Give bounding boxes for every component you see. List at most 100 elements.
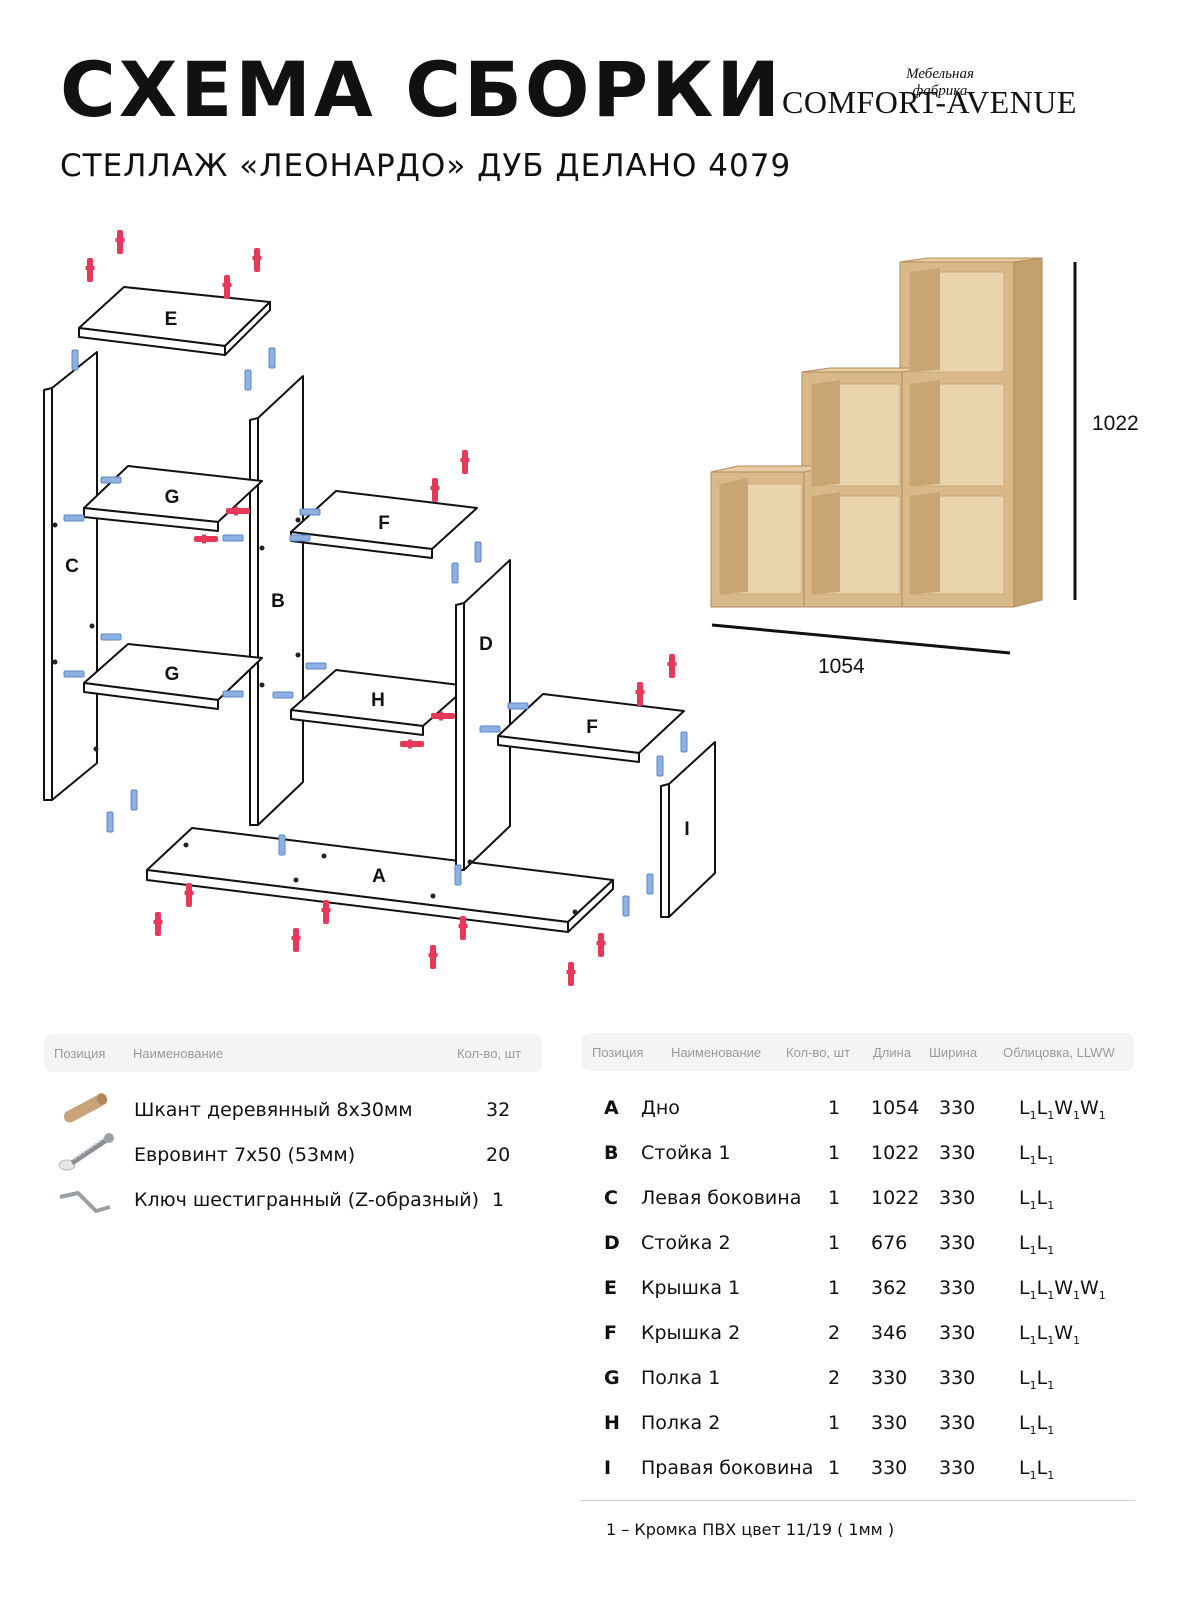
- part-length: 1022: [871, 1187, 920, 1209]
- brand-logo: COMFORT-AVENUE: [782, 84, 1077, 120]
- assembled-shelf-illustration: [710, 257, 1043, 608]
- edging-index: 1: [1029, 1333, 1037, 1347]
- part-edging: L1L1: [1019, 1232, 1054, 1257]
- panel-c-front: [43, 387, 53, 801]
- edging-index: 1: [1047, 1108, 1055, 1122]
- part-position: C: [604, 1187, 618, 1209]
- col-qty: Кол-во, шт: [457, 1046, 522, 1061]
- col-qty: Кол-во, шт: [786, 1045, 851, 1060]
- edging-index: 1: [1047, 1423, 1055, 1437]
- panel-d-front: [455, 602, 465, 871]
- panels: [43, 286, 716, 933]
- part-length: 330: [871, 1367, 908, 1389]
- product-subtitle: СТЕЛЛАЖ «ЛЕОНАРДО» ДУБ ДЕЛАНО 4079: [60, 148, 792, 184]
- edging-letter: L: [1036, 1142, 1048, 1164]
- edging-letter: L: [1036, 1277, 1048, 1299]
- col-position: Позиция: [592, 1045, 644, 1060]
- part-name: Дно: [641, 1097, 680, 1119]
- edging-index: 1: [1098, 1108, 1106, 1122]
- edging-letter: L: [1036, 1457, 1048, 1479]
- part-name: Стойка 1: [641, 1142, 731, 1164]
- label-b: B: [271, 591, 285, 612]
- part-width: 330: [939, 1322, 976, 1344]
- label-g-bottom: G: [165, 664, 180, 685]
- panel-i-front: [660, 783, 670, 918]
- part-edging: L1L1: [1019, 1367, 1054, 1392]
- edging-index: 1: [1072, 1108, 1080, 1122]
- edging-letter: L: [1019, 1277, 1030, 1299]
- edging-letter: L: [1036, 1187, 1048, 1209]
- edging-letter: L: [1019, 1367, 1030, 1389]
- dimension-lines: [711, 262, 1077, 655]
- edging-letter: L: [1019, 1232, 1030, 1254]
- part-position: B: [604, 1142, 619, 1164]
- edging-letter: L: [1036, 1367, 1048, 1389]
- part-length: 330: [871, 1457, 908, 1479]
- part-width: 330: [939, 1277, 976, 1299]
- label-i: I: [684, 819, 689, 840]
- edging-index: 1: [1029, 1288, 1037, 1302]
- edging-index: 1: [1029, 1378, 1037, 1392]
- edging-index: 1: [1029, 1198, 1037, 1212]
- edging-index: 1: [1072, 1288, 1080, 1302]
- edging-index: 1: [1047, 1243, 1055, 1257]
- label-d: D: [479, 634, 493, 655]
- part-width: 330: [939, 1142, 976, 1164]
- edging-letter: L: [1036, 1412, 1048, 1434]
- brand-tagline: Мебельная фабрика: [906, 66, 974, 99]
- part-length: 330: [871, 1412, 908, 1434]
- part-qty: 1: [828, 1142, 841, 1164]
- part-position: E: [604, 1277, 617, 1299]
- label-e: E: [165, 309, 178, 330]
- part-length: 1022: [871, 1142, 920, 1164]
- part-edging: L1L1: [1019, 1457, 1054, 1482]
- part-name: Крышка 2: [641, 1322, 741, 1344]
- hex-key-icon: [59, 1191, 111, 1213]
- part-qty: 1: [828, 1457, 841, 1479]
- fitting-holes: [52, 517, 578, 915]
- dowel-icon: [63, 1093, 108, 1123]
- part-length: 676: [871, 1232, 908, 1254]
- edging-footnote: 1 – Кромка ПВХ цвет 11/19 ( 1мм ): [606, 1520, 895, 1539]
- label-c: C: [65, 556, 79, 577]
- part-edging: L1L1: [1019, 1142, 1054, 1167]
- part-width: 330: [939, 1187, 976, 1209]
- part-qty: 1: [828, 1097, 841, 1119]
- col-length: Длина: [873, 1045, 912, 1060]
- part-name: Правая боковина: [641, 1457, 814, 1479]
- part-edging: L1L1W1W1: [1019, 1097, 1106, 1122]
- parts-table-header: Позиция Наименование Кол-во, шт Длина Ши…: [582, 1033, 1134, 1071]
- part-position: D: [604, 1232, 620, 1254]
- screw-markers: [63, 347, 688, 917]
- fitting-qty: 1: [492, 1189, 505, 1211]
- col-name: Наименование: [671, 1045, 762, 1060]
- col-name: Наименование: [133, 1046, 224, 1061]
- edging-index: 1: [1029, 1468, 1037, 1482]
- part-qty: 1: [828, 1187, 841, 1209]
- edging-letter: W: [1054, 1097, 1073, 1119]
- edging-letter: L: [1019, 1322, 1030, 1344]
- part-width: 330: [939, 1457, 976, 1479]
- col-position: Позиция: [54, 1046, 106, 1061]
- label-f-top: F: [378, 513, 390, 534]
- fitting-qty: 32: [486, 1099, 511, 1121]
- part-qty: 2: [828, 1367, 841, 1389]
- part-width: 330: [939, 1232, 976, 1254]
- edging-letter: L: [1019, 1142, 1030, 1164]
- assembly-diagram: E G F C B D G H F I A: [43, 230, 1139, 986]
- screw-icon: [58, 1133, 114, 1171]
- part-edging: L1L1: [1019, 1412, 1054, 1437]
- panel-i-side: [668, 741, 716, 918]
- part-qty: 1: [828, 1277, 841, 1299]
- part-width: 330: [939, 1367, 976, 1389]
- edging-index: 1: [1047, 1378, 1055, 1392]
- label-a: A: [372, 866, 386, 887]
- edging-index: 1: [1047, 1468, 1055, 1482]
- width-dimension-line: [711, 623, 1011, 655]
